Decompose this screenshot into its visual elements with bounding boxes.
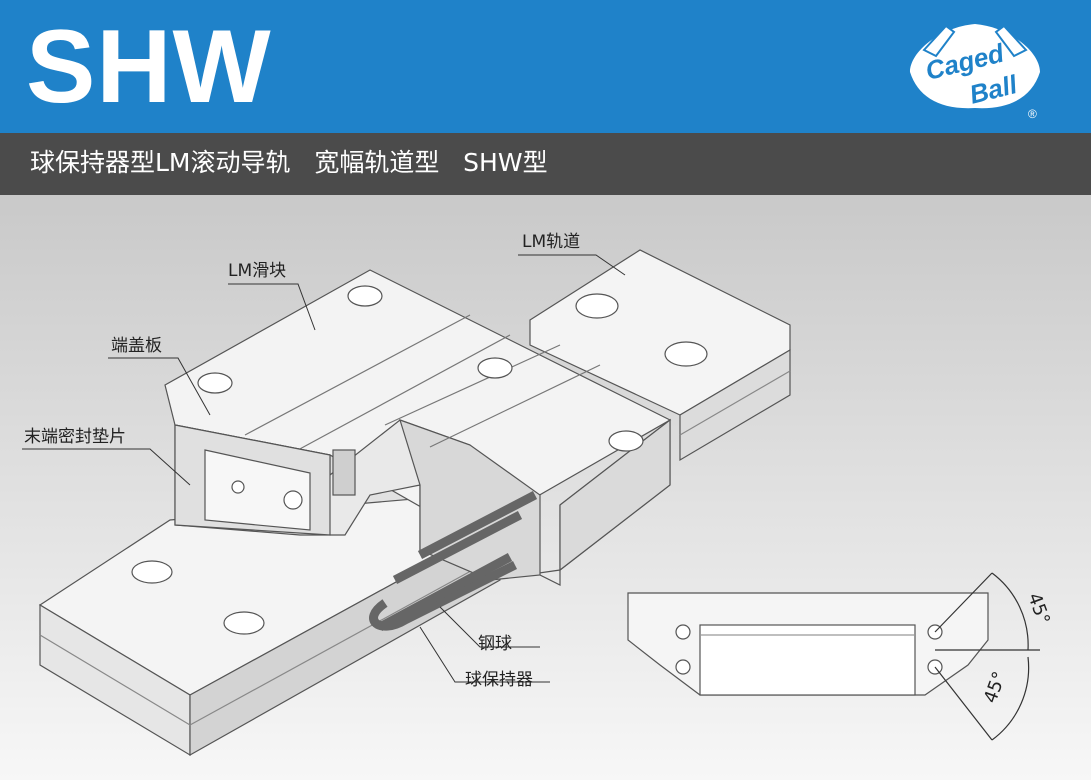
- rail-hole: [664, 341, 708, 367]
- block-hole: [608, 430, 644, 452]
- callout-steel-ball: 钢球: [478, 634, 512, 654]
- rail-hole: [575, 293, 619, 319]
- page-title: SHW: [26, 9, 272, 125]
- callout-ball-cage: 球保持器: [465, 670, 533, 690]
- block-hole: [197, 372, 233, 394]
- subtitle-bar: 球保持器型LM滚动导轨 宽幅轨道型 SHW型: [0, 133, 1091, 195]
- callout-end-plate: 端盖板: [111, 336, 162, 356]
- block-hole: [477, 357, 513, 379]
- lm-guide-illustration: 45° 45°: [22, 249, 1054, 757]
- rail-hole: [223, 611, 265, 635]
- callout-end-seal: 末端密封垫片: [24, 427, 126, 447]
- header-banner: SHW Caged Ball ®: [0, 0, 1091, 133]
- callout-lm-block: LM滑块: [228, 261, 287, 281]
- ball-chains: [369, 491, 538, 631]
- cross-section-diagram: [627, 572, 1040, 741]
- rail-hole: [131, 560, 173, 584]
- block-hole: [347, 285, 383, 307]
- lm-rail: [38, 249, 791, 757]
- angle-label-upper: 45°: [1023, 590, 1054, 627]
- angle-label-lower: 45°: [980, 669, 1011, 706]
- lm-block: [164, 269, 672, 586]
- registered-mark: ®: [1028, 107, 1037, 121]
- caged-ball-logo: Caged Ball ®: [910, 24, 1040, 121]
- callout-lm-rail: LM轨道: [522, 232, 581, 252]
- page-subtitle: 球保持器型LM滚动导轨 宽幅轨道型 SHW型: [30, 148, 548, 177]
- threaded-stud: [332, 449, 356, 496]
- callout-leaders: [22, 254, 626, 683]
- end-seal: [204, 449, 311, 531]
